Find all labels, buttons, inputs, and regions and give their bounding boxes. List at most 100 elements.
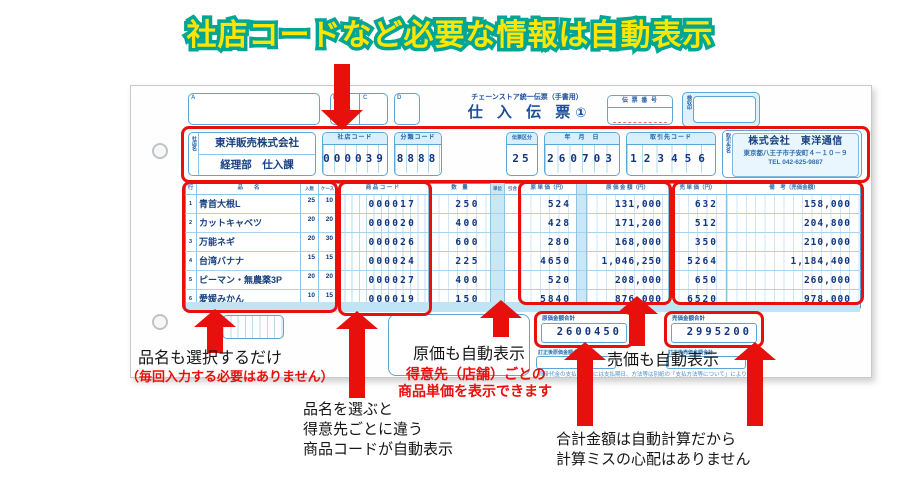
buyer-dept: 経理部 仕入課 xyxy=(220,159,294,171)
corrected-price-label: 訂正後売価金額合計 xyxy=(668,350,714,356)
arrow-header-down-icon xyxy=(321,110,363,130)
sell-amount: 210,000 xyxy=(727,233,861,252)
sell-price: 650 xyxy=(669,271,726,290)
punch-hole-bottom xyxy=(152,314,168,330)
case-value: 20 xyxy=(319,214,336,233)
page-title-text: 社店コードなど必要な情報は自動表示 xyxy=(186,19,714,52)
slip-no-label: 伝 票 番 号 xyxy=(608,96,672,108)
col-header-cost: 原 単 価（円） xyxy=(521,183,576,195)
column-quantity: 数 量 250 400 600 225 400 150 xyxy=(428,183,490,309)
arrow-item-name-shaft xyxy=(207,326,223,353)
col-header-price: 売 単 価（円） xyxy=(669,183,726,195)
sen-cell xyxy=(577,271,586,290)
unit-cell xyxy=(491,252,504,271)
box-d-label: D xyxy=(397,95,402,101)
table-bottom-shaded-band xyxy=(186,302,860,312)
slip-class-box: 伝票区分 25 xyxy=(506,132,538,176)
arrow-item-name-up-icon xyxy=(194,309,236,327)
col-header-per: 入数 xyxy=(301,183,318,195)
item-name: 台湾バナナ xyxy=(197,252,300,271)
highlight-cost-columns xyxy=(518,181,672,305)
cost-amount: 1,046,250 xyxy=(587,252,668,271)
annotation-pick-name: 品名も選択するだけ xyxy=(138,350,283,367)
col-header-code: 商 品 コ ー ド xyxy=(337,183,428,195)
annotation-total-auto: 合計金額は自動計算だから 計算ミスの心配はありません xyxy=(556,430,751,470)
vendor-code-value: 123456 xyxy=(627,145,715,173)
unit-cell xyxy=(491,233,504,252)
arrow-price-total-up-icon xyxy=(734,342,776,360)
buyer-box: 社店名 東洋販売株式会社 経理部 仕入課 xyxy=(188,132,316,176)
box-c-label: C xyxy=(359,94,367,124)
sen-cell xyxy=(577,195,586,214)
cost-total-value: 2600450 xyxy=(556,326,622,338)
stamp-box-label: 検収印 xyxy=(686,95,692,110)
class-code-box: 分類コード 8888 xyxy=(394,132,442,176)
slip-class-value: 25 xyxy=(512,152,532,165)
cost-total-label: 原価金額合計 xyxy=(542,316,576,322)
sub-cell xyxy=(505,214,520,233)
doc-title: 仕 入 伝 票① xyxy=(447,101,607,122)
item-name: 青首大根L xyxy=(197,195,300,214)
case-value: 10 xyxy=(319,195,336,214)
highlight-header-row xyxy=(181,126,870,183)
sen-cell xyxy=(577,252,586,271)
price-total-value: 2995200 xyxy=(686,326,752,338)
unit-cell xyxy=(491,214,504,233)
product-code: 000024 xyxy=(337,252,428,271)
arrow-cost-total-up-icon xyxy=(564,342,606,360)
product-code: 000020 xyxy=(337,214,428,233)
cost-price: 4650 xyxy=(521,252,576,271)
stamp-box: 検収印 xyxy=(682,92,760,127)
annotation-code-auto-line1: 品名を選ぶと xyxy=(303,401,394,418)
case-value: 15 xyxy=(319,252,336,271)
vendor-address: 東京都八王子市子安町４－１０－９ xyxy=(743,150,848,157)
per-value: 25 xyxy=(301,195,318,214)
sub-cell xyxy=(505,252,520,271)
price-total-label: 売価金額合計 xyxy=(672,316,706,322)
row-no: 4 xyxy=(185,252,196,271)
quantity: 225 xyxy=(429,252,490,271)
product-code: 000017 xyxy=(337,195,428,214)
doc-type: チェーンストア統一伝票（手書用） xyxy=(471,94,583,101)
store-code-label: 社店コード xyxy=(323,133,387,145)
vendor-box: 取引先名 株式会社 東洋通信 東京都八王子市子安町４－１０－９ TEL 042-… xyxy=(722,130,862,178)
buyer-label: 社店名 xyxy=(189,133,199,175)
arrow-cost-up-icon xyxy=(480,300,522,318)
annotation-cost-auto-sub1: 得意先（店舗）ごとの xyxy=(406,366,546,382)
arrow-product-code-up-icon xyxy=(336,311,378,329)
unit-cell xyxy=(491,271,504,290)
cost-price: 520 xyxy=(521,271,576,290)
col-header-qty: 数 量 xyxy=(429,183,490,195)
arrow-price-shaft xyxy=(629,313,645,346)
column-unit: 単位 xyxy=(490,183,504,309)
cost-amount: 171,200 xyxy=(587,214,668,233)
date-box: 年 月 日 260703 xyxy=(544,132,620,176)
payment-footnote: 買掛代金の支払の場合には支払期日、方法等は別紙の「支払方法等について」によります… xyxy=(538,372,763,378)
column-item-name: 品 名 青首大根L カットキャベツ 万能ネギ 台湾バナナ ピーマン・無農薬3P … xyxy=(196,183,300,309)
sen-cell xyxy=(577,233,586,252)
product-code: 000026 xyxy=(337,233,428,252)
box-d: D xyxy=(394,93,420,125)
box-a: A xyxy=(188,93,320,125)
sell-price: 5264 xyxy=(669,252,726,271)
column-cost-price: 原 単 価（円） 524 428 280 4650 520 5840 xyxy=(520,183,576,309)
slip-class-label: 伝票区分 xyxy=(507,133,537,145)
unit-cell xyxy=(491,195,504,214)
cost-amount: 131,000 xyxy=(587,195,668,214)
sell-amount: 1,184,400 xyxy=(727,252,861,271)
slip-no-box: 伝 票 番 号 xyxy=(607,95,673,125)
sell-amount: 204,800 xyxy=(727,214,861,233)
arrow-cost-total-shaft xyxy=(577,359,593,426)
arrow-cost-shaft xyxy=(493,317,509,337)
store-code-box: 社店コード 000039 xyxy=(322,132,388,176)
row-no: 1 xyxy=(185,195,196,214)
row-no: 2 xyxy=(185,214,196,233)
page-title: 社店コードなど必要な情報は自動表示 社店コードなど必要な情報は自動表示 xyxy=(0,10,900,56)
quantity: 600 xyxy=(429,233,490,252)
date-value: 260703 xyxy=(545,145,619,173)
doc-title-text: 仕 入 伝 票 xyxy=(467,104,576,121)
sell-price: 350 xyxy=(669,233,726,252)
buyer-name: 東洋販売株式会社 xyxy=(198,133,315,155)
vendor-name: 株式会社 東洋通信 xyxy=(748,136,843,147)
item-name: カットキャベツ xyxy=(197,214,300,233)
